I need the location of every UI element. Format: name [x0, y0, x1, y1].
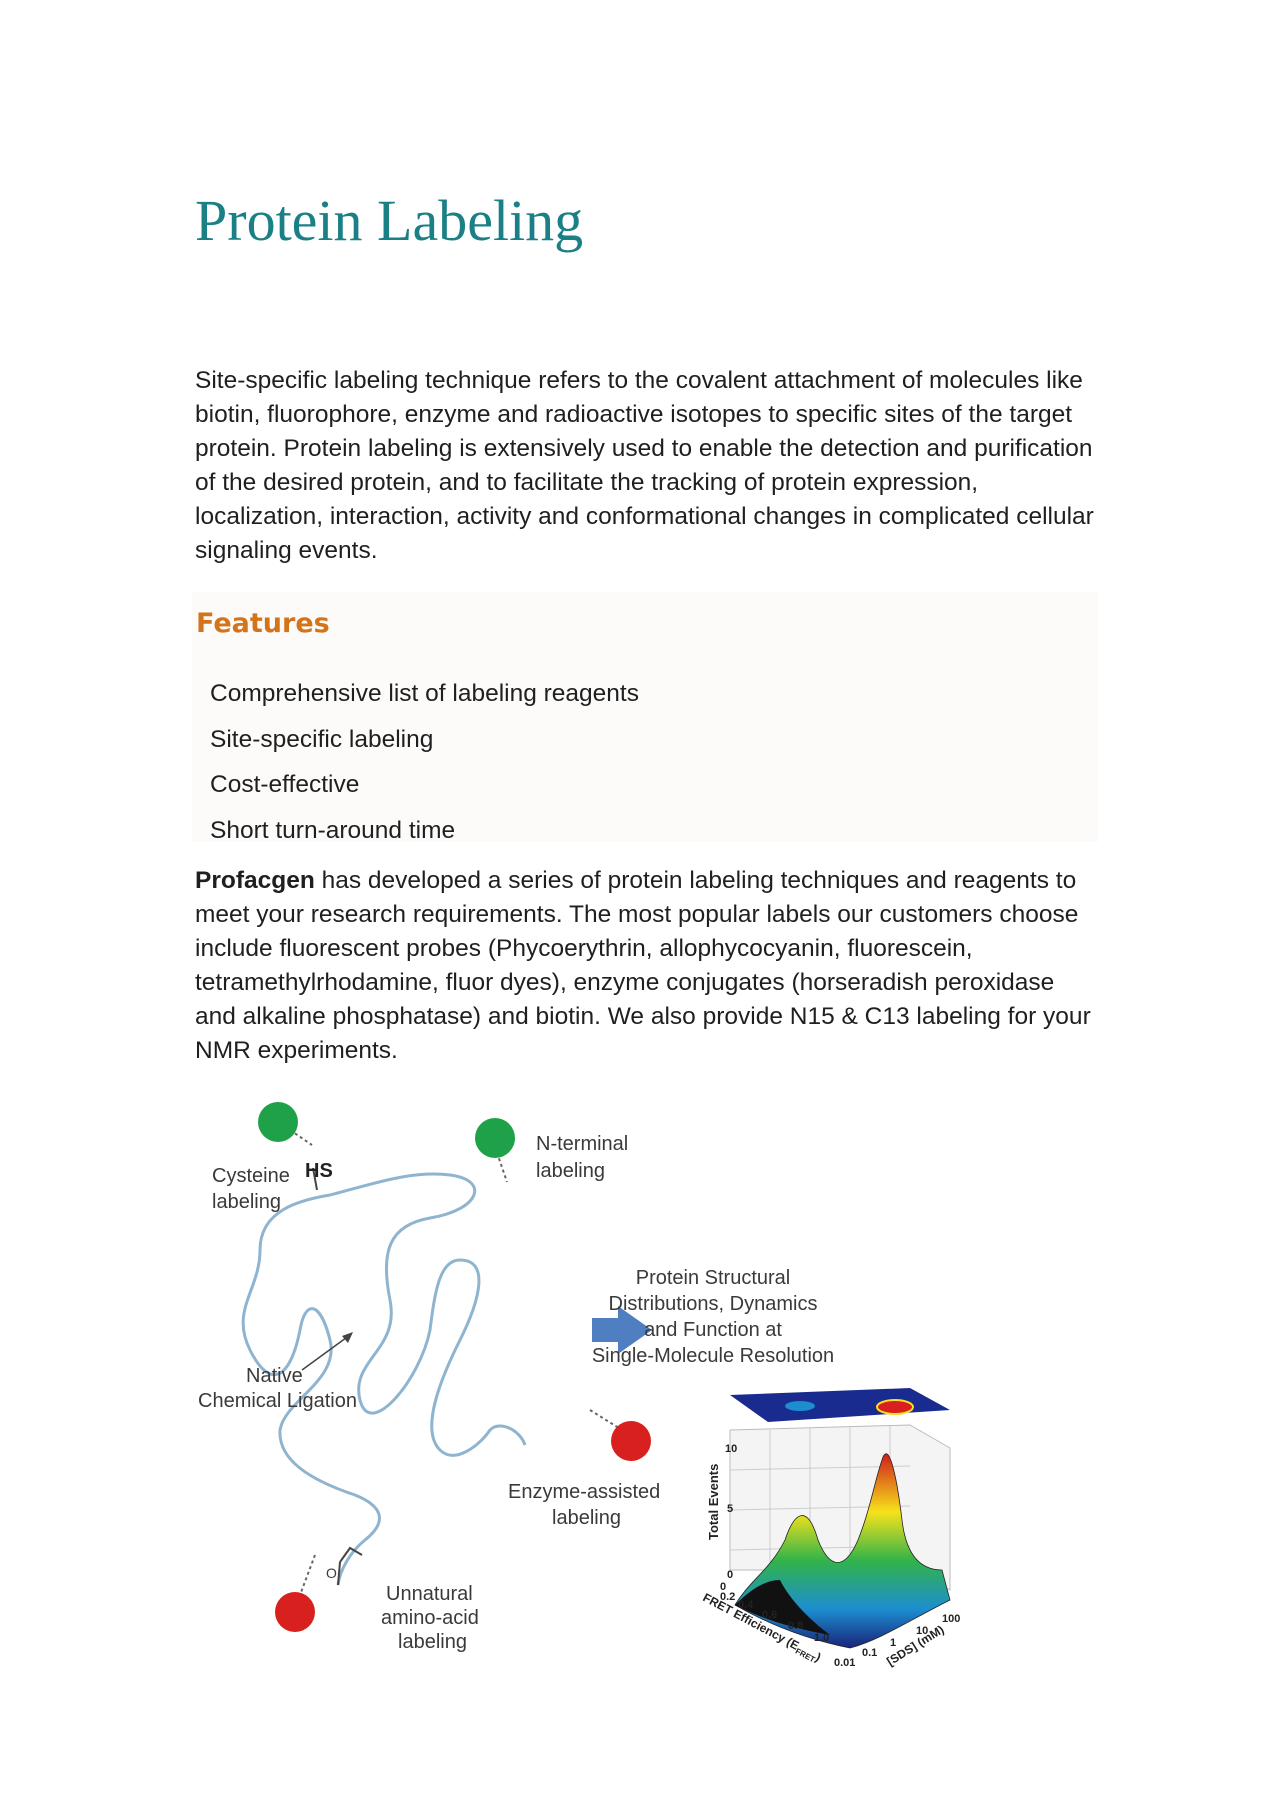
unnatural-label-line2: amino-acid: [381, 1607, 479, 1629]
plot-y-tick: 100: [942, 1613, 960, 1625]
plot-z-tick: 0: [727, 1569, 733, 1581]
features-heading: Features: [196, 608, 330, 639]
result-label-line4: Single-Molecule Resolution: [592, 1345, 834, 1367]
feature-item: Comprehensive list of labeling reagents: [210, 680, 639, 707]
protein-strand: [241, 1193, 381, 1586]
feature-item: Site-specific labeling: [210, 725, 434, 753]
cysteine-label-dot: [258, 1102, 298, 1142]
page-title: Protein Labeling: [195, 188, 584, 253]
result-label-line3: and Function at: [644, 1319, 782, 1341]
hs-label: HS: [305, 1160, 333, 1182]
plot-x-tick: 0.8: [788, 1620, 803, 1632]
services-paragraph: Profacgen has developed a series of prot…: [195, 864, 1100, 1068]
intro-paragraph: Site-specific labeling technique refers …: [195, 367, 1094, 564]
feature-item: Short turn-around time: [210, 816, 456, 844]
result-label-line2: Distributions, Dynamics: [609, 1293, 818, 1315]
plot-x-tick: 1.0: [814, 1632, 829, 1644]
plot-z-tick: 5: [727, 1503, 733, 1515]
fret-3d-plot: Total Events 10 5 0 0 0.2 0.4 0.6 0.8 1.…: [701, 1388, 960, 1669]
result-arrow-icon: [592, 1306, 652, 1354]
cysteine-label: Cysteine: [212, 1165, 290, 1187]
o-atom-label: O: [326, 1565, 337, 1581]
plot-x-tick: 0: [720, 1581, 726, 1593]
nterminal-label-line2: labeling: [536, 1160, 605, 1182]
ligation-pointer-head: [342, 1332, 353, 1343]
unnatural-linker: [299, 1554, 316, 1596]
nterminal-label: N-terminal: [536, 1133, 628, 1155]
unnatural-label: Unnatural: [386, 1583, 473, 1605]
nterminal-label-dot: [475, 1118, 515, 1158]
plot-x-tick: 0.4: [738, 1599, 754, 1611]
enzyme-label-dot: [611, 1421, 651, 1461]
plot-y-tick: 0.1: [862, 1647, 877, 1659]
hs-bond: [312, 1167, 318, 1191]
plot-z-axis-label: Total Events: [706, 1464, 721, 1540]
protein-strand: [329, 1172, 527, 1457]
native-label-line2: Chemical Ligation: [198, 1390, 357, 1412]
plot-surface-dark: [735, 1580, 830, 1635]
plot-y-tick: 1: [890, 1637, 896, 1649]
plot-top-heatmap: [730, 1388, 950, 1422]
enzyme-linker: [589, 1409, 623, 1431]
unnatural-label-line3: labeling: [398, 1631, 467, 1653]
unnatural-label-dot: [275, 1592, 315, 1632]
plot-y-tick: 0.01: [834, 1657, 855, 1669]
plot-x-tick: 0.6: [762, 1609, 777, 1621]
protein-labeling-figure: Cysteine labeling HS N-terminal labeling…: [198, 1102, 960, 1669]
plot-y-tick: 10: [916, 1625, 928, 1637]
cysteine-label-line2: labeling: [212, 1191, 281, 1213]
plot-z-tick: 10: [725, 1443, 737, 1455]
enzyme-label-line2: labeling: [552, 1507, 621, 1529]
features-list: Comprehensive list of labeling reagents …: [210, 671, 639, 853]
brand-name: Profacgen: [195, 867, 315, 894]
enzyme-label: Enzyme-assisted: [508, 1481, 660, 1503]
cysteine-linker: [289, 1129, 313, 1146]
heatmap-spot: [876, 1399, 914, 1415]
feature-item: Cost-effective: [210, 771, 360, 798]
features-panel: [192, 592, 1098, 842]
native-label: Native: [246, 1365, 303, 1387]
plot-x-tick: 0.2: [720, 1591, 735, 1603]
ketone-group: [337, 1546, 363, 1586]
services-text: has developed a series of protein labeli…: [195, 867, 1091, 1064]
heatmap-spot: [785, 1401, 815, 1411]
ligation-pointer: [301, 1334, 351, 1371]
result-label: Protein Structural: [636, 1267, 791, 1289]
